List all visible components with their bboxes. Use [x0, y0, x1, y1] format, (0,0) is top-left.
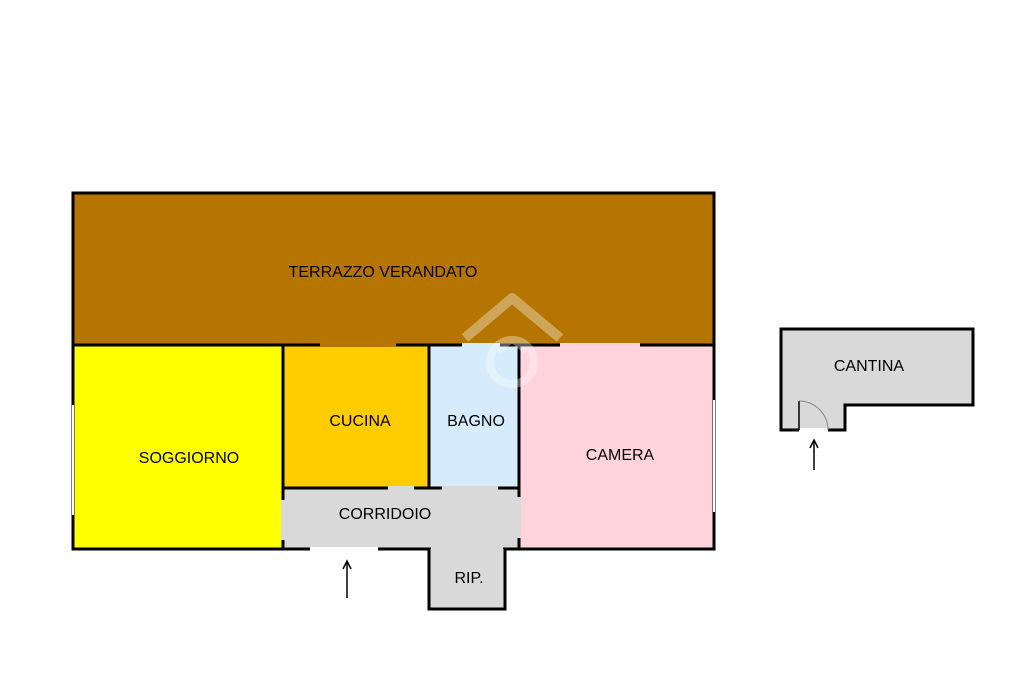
room-label-terrazzo: TERRAZZO VERANDATO — [289, 264, 478, 281]
up-arrow-icon — [342, 559, 352, 598]
room-label-corridoio: CORRIDOIO — [339, 506, 431, 523]
room-label-cantina: CANTINA — [834, 358, 905, 375]
room-soggiorno: SOGGIORNO — [71, 343, 285, 551]
room-corridoio: CORRIDOIO — [281, 486, 521, 551]
room-cucina: CUCINA — [281, 343, 431, 490]
room-terrazzo: TERRAZZO VERANDATO — [71, 191, 716, 347]
room-cantina: CANTINA — [779, 327, 975, 432]
room-label-camera: CAMERA — [586, 447, 655, 464]
room-camera: CAMERA — [517, 343, 716, 551]
door-openings — [72, 343, 715, 551]
room-label-bagno: BAGNO — [447, 413, 505, 430]
room-label-soggiorno: SOGGIORNO — [139, 450, 239, 467]
up-arrow-icon — [809, 438, 819, 470]
door-arc-icon — [798, 400, 829, 431]
house-logo-icon — [461, 293, 564, 388]
room-label-ripostiglio: RIP. — [454, 570, 483, 587]
room-bagno: BAGNO — [427, 343, 521, 490]
room-label-cucina: CUCINA — [329, 413, 391, 430]
room-ripostiglio: RIP. — [427, 547, 507, 611]
